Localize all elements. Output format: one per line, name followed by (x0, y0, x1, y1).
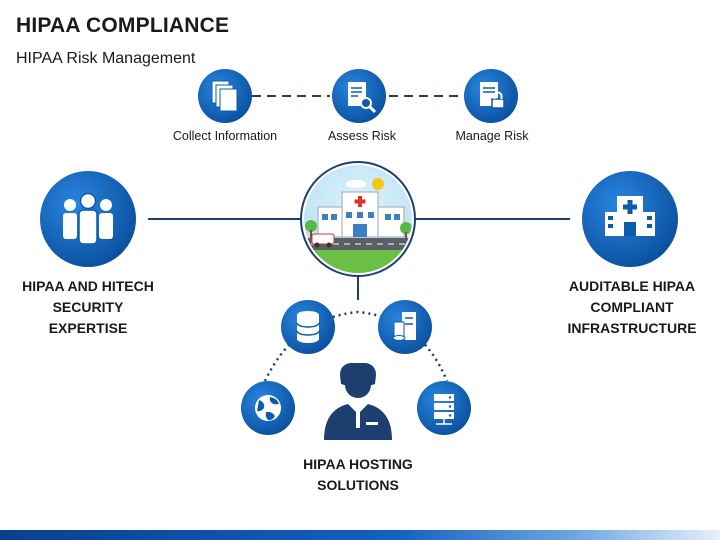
document-search-icon (332, 69, 386, 123)
step-label-collect-information: Collect Information (172, 129, 278, 143)
database-icon (281, 300, 335, 354)
connector-lines (148, 95, 570, 382)
page-subtitle: HIPAA Risk Management (16, 50, 196, 67)
left-node-label-line-3: EXPERTISE (48, 320, 128, 336)
left-node-label-line-1: HIPAA AND HITECH (22, 278, 154, 294)
hospital-building-icon (582, 171, 678, 267)
right-node-label-line-2: COMPLIANT (590, 299, 674, 315)
right-node-label-line-3: INFRASTRUCTURE (567, 320, 697, 336)
bottom-node-label: HIPAA HOSTING SOLUTIONS (278, 454, 438, 496)
page-title: HIPAA COMPLIANCE (16, 14, 230, 37)
step-label-assess-risk: Assess Risk (327, 129, 397, 143)
bottom-node-label-line-1: HIPAA HOSTING (303, 456, 413, 472)
step-label-manage-risk: Manage Risk (455, 129, 529, 143)
footer-gradient-bar (0, 530, 720, 540)
document-lock-icon (464, 69, 518, 123)
right-node-label: AUDITABLE HIPAA COMPLIANT INFRASTRUCTURE (548, 276, 716, 339)
dotted-arc (263, 310, 449, 382)
right-node-label-line-1: AUDITABLE HIPAA (568, 278, 696, 294)
left-node-label: HIPAA AND HITECH SECURITY EXPERTISE (8, 276, 168, 339)
documents-icon (198, 69, 252, 123)
hospital-scene-icon (300, 161, 416, 277)
team-icon (40, 171, 136, 267)
server-rack-icon (417, 381, 471, 435)
bottom-node-label-line-2: SOLUTIONS (317, 477, 399, 493)
globe-icon (241, 381, 295, 435)
administrator-icon (324, 363, 392, 440)
left-node-label-line-2: SECURITY (52, 299, 124, 315)
servers-icon (378, 300, 432, 354)
